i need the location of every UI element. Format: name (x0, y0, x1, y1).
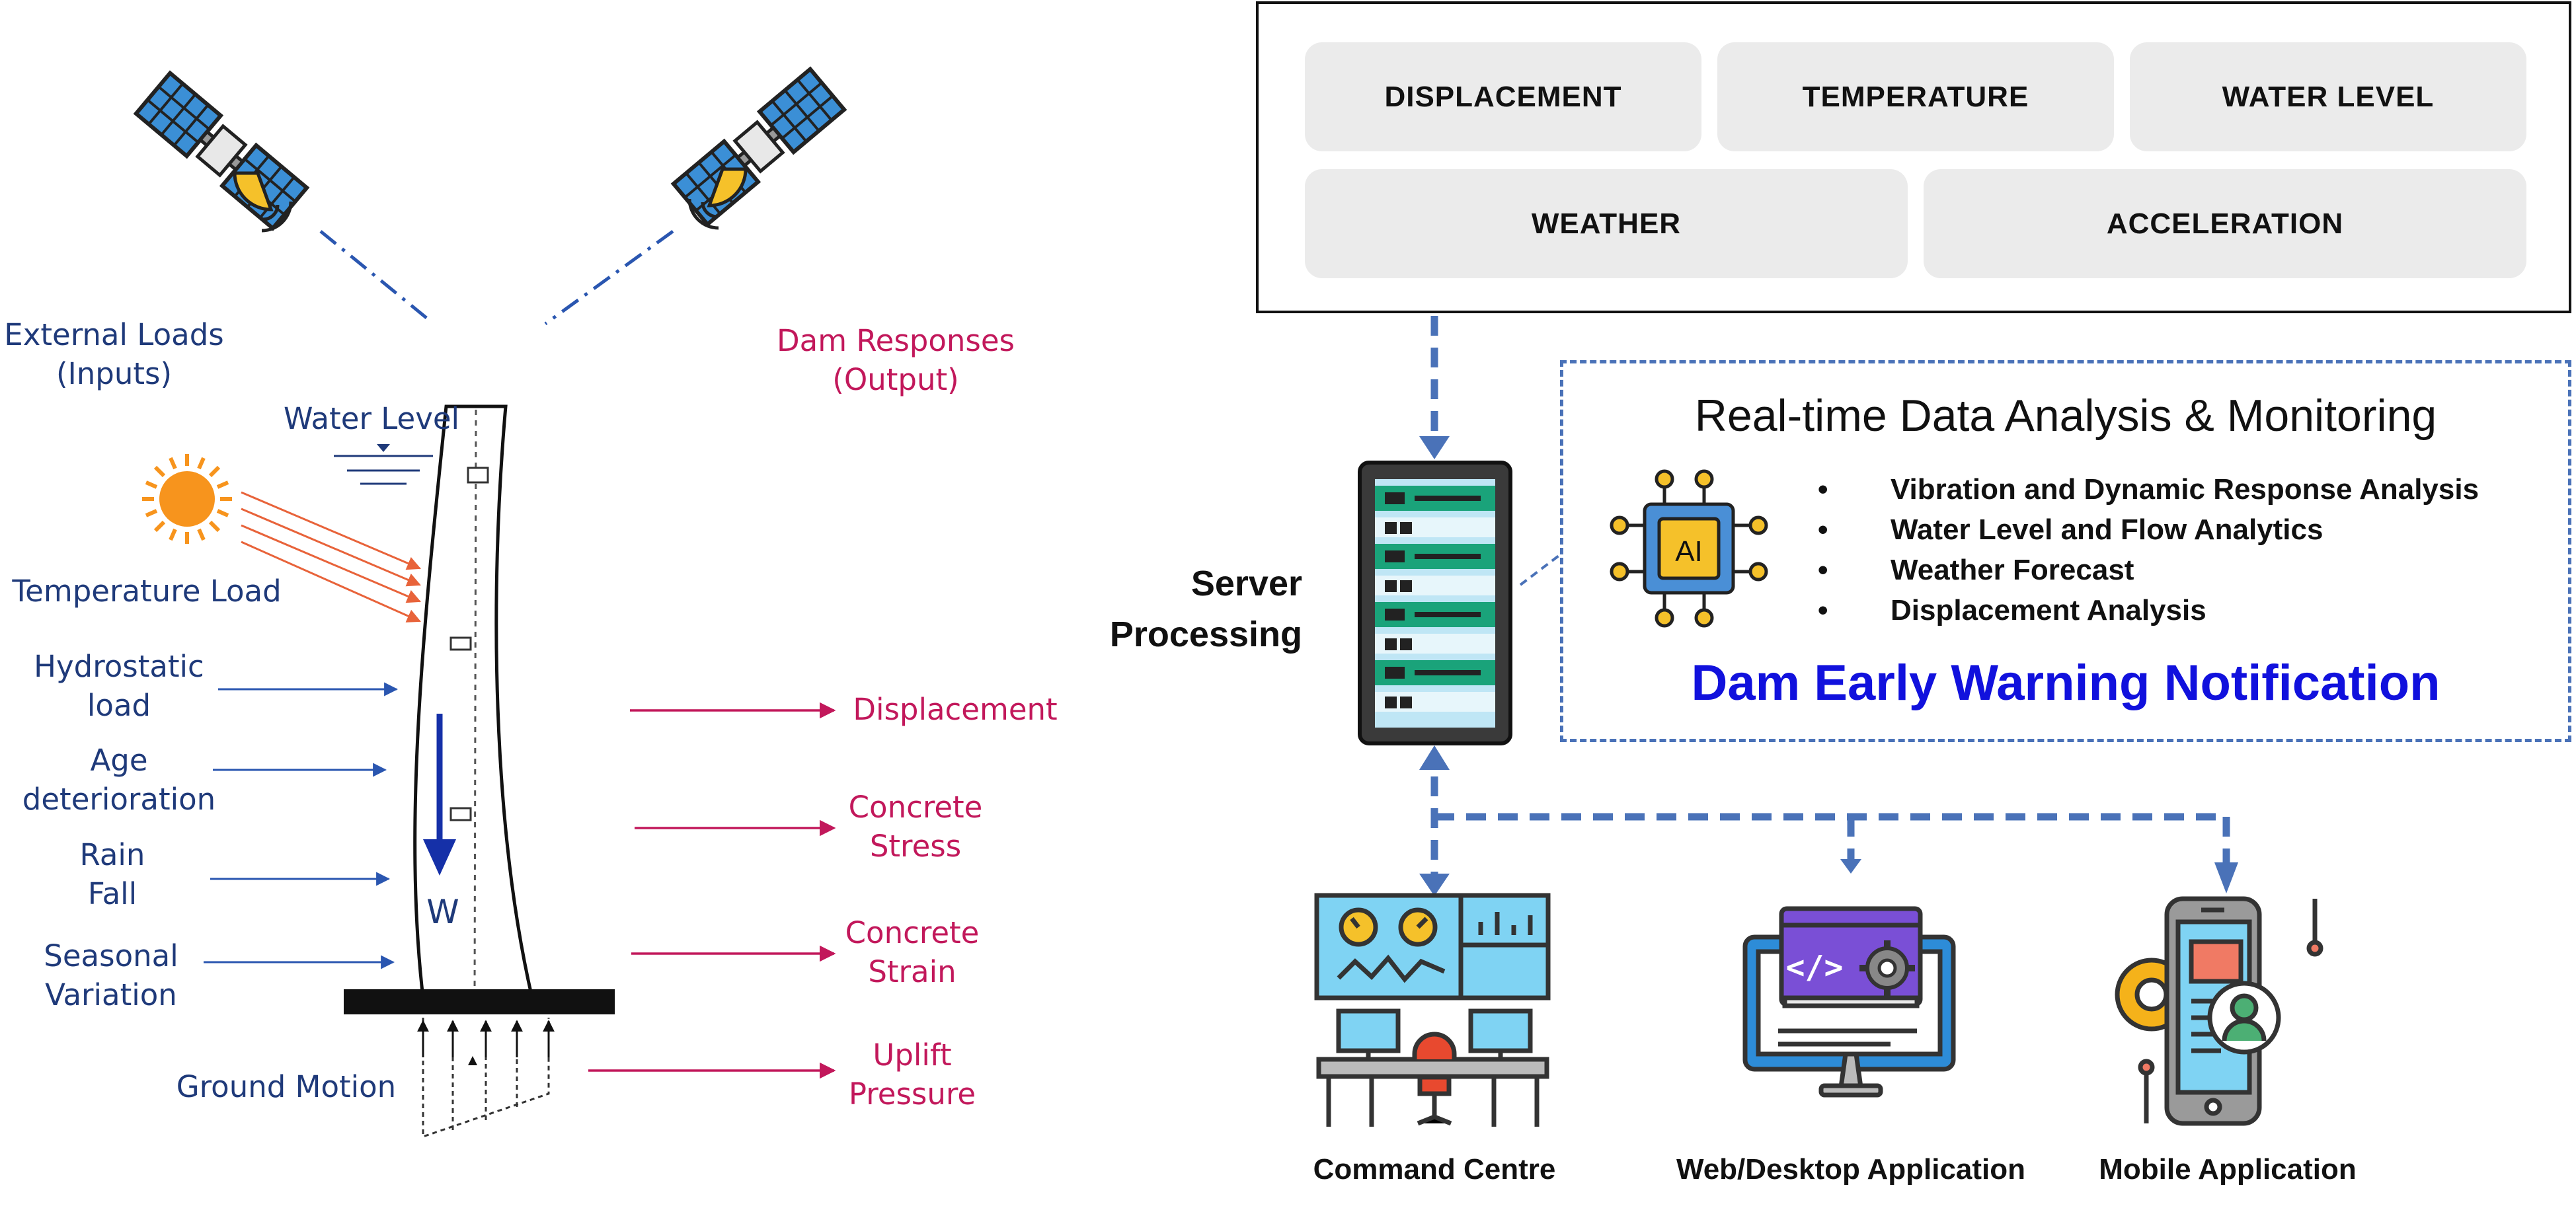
server-to-analysis-connector (1519, 552, 1563, 586)
ai-chip-label: AI (1675, 535, 1703, 568)
signal-line-right (544, 229, 674, 326)
sensor-marker (467, 467, 489, 484)
response-concrete-strain: Concrete Strain (845, 915, 980, 989)
ai-chip-icon (1610, 469, 1768, 628)
load-rain-fall: Rain Fall (79, 837, 145, 911)
signal-line-left (319, 230, 431, 322)
sensor-marker (449, 636, 472, 651)
gear-icon (1859, 940, 1915, 996)
server-processing-label: Server Processing (1109, 564, 1302, 654)
mobile-application-label: Mobile Application (2099, 1153, 2357, 1186)
web-desktop-icon (1742, 906, 1956, 1098)
temperature-load-label: Temperature Load (12, 574, 282, 609)
response-displacement: Displacement (853, 692, 1058, 727)
sensor-water-level: WATER LEVEL (2130, 42, 2526, 151)
server-rack-icon (1358, 461, 1512, 745)
load-hydrostatic: Hydrostatic load (34, 649, 204, 723)
weight-arrow-head (423, 839, 456, 876)
sensor-weather: WEATHER (1305, 169, 1908, 278)
command-centre-icon (1314, 893, 1551, 1127)
web-desktop-label: Web/Desktop Application (1676, 1153, 2026, 1186)
temperature-rays (241, 491, 421, 623)
water-level-label: Water Level (283, 401, 460, 436)
arrow-into-server (1419, 436, 1450, 459)
inputs-heading: External Loads (Inputs) (4, 317, 224, 391)
water-level-symbol (334, 444, 433, 485)
satellite-right-dish (707, 167, 748, 208)
list-item: •Vibration and Dynamic Response Analysis (1818, 473, 2479, 506)
response-uplift-pressure: Uplift Pressure (848, 1038, 976, 1112)
arrow-out-of-server (1419, 745, 1450, 770)
response-concrete-stress: Concrete Stress (848, 790, 983, 864)
ground-motion-label: Ground Motion (176, 1069, 397, 1104)
analysis-bullets: •Vibration and Dynamic Response Analysis… (1818, 469, 2479, 630)
code-icon: </> (1786, 949, 1844, 986)
sun-icon (142, 454, 232, 544)
load-seasonal-variation: Seasonal Variation (44, 938, 178, 1012)
sensor-displacement: DISPLACEMENT (1305, 42, 1701, 151)
early-warning-notification: Dam Early Warning Notification (1691, 655, 2440, 711)
command-centre-label: Command Centre (1313, 1153, 1556, 1186)
satellite-left-icon (133, 70, 310, 231)
weight-label: W (426, 893, 459, 931)
sensor-temperature: TEMPERATURE (1717, 42, 2114, 151)
sensor-marker (449, 807, 472, 821)
list-item: •Displacement Analysis (1818, 594, 2206, 626)
list-item: •Weather Forecast (1818, 554, 2134, 586)
sensor-panel: DISPLACEMENT TEMPERATURE WATER LEVEL WEA… (1256, 1, 2571, 313)
list-item: •Water Level and Flow Analytics (1818, 513, 2323, 546)
load-age-deterioration: Age deterioration (22, 743, 216, 817)
dam-foundation (344, 989, 615, 1014)
mobile-app-icon (2115, 896, 2323, 1126)
analysis-panel: Real-time Data Analysis & Monitoring •Vi… (1560, 360, 2571, 742)
satellite-left-dish (233, 171, 274, 211)
satellite-right-icon (670, 66, 847, 227)
outputs-heading: Dam Responses (Output) (777, 323, 1015, 397)
analysis-title: Real-time Data Analysis & Monitoring (1694, 391, 2437, 441)
dam-centerline (473, 409, 477, 999)
sensor-acceleration: ACCELERATION (1924, 169, 2526, 278)
